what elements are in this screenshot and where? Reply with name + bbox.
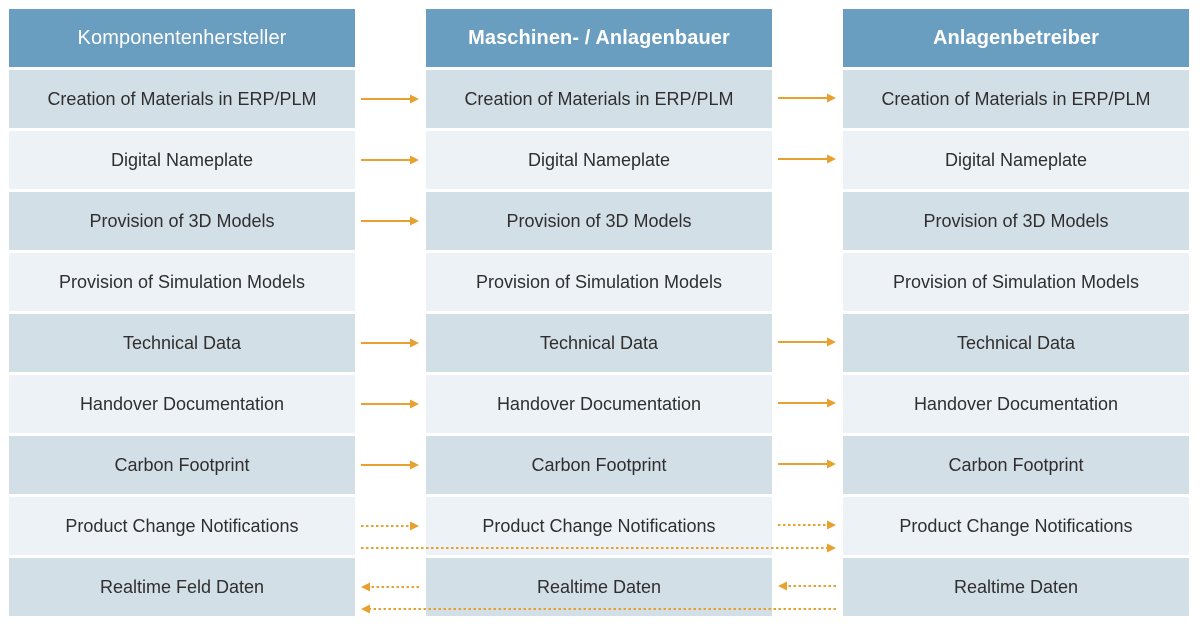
row-digital-nameplate: Digital Nameplate [426, 131, 772, 189]
row-digital-nameplate: Digital Nameplate [843, 131, 1189, 189]
column-maschinen-anlagenbauer: Maschinen- / Anlagenbauer Creation of Ma… [426, 9, 772, 616]
flow-arrow-right [361, 155, 419, 165]
row-realtime-data: Realtime Daten [426, 558, 772, 616]
flow-arrow-right [361, 460, 419, 470]
dotted-flow-arrow-left [361, 604, 836, 614]
dotted-flow-arrow-left [778, 581, 836, 591]
row-3d-models: Provision of 3D Models [843, 192, 1189, 250]
column-header: Komponentenhersteller [9, 9, 355, 67]
row-creation-of-materials: Creation of Materials in ERP/PLM [9, 70, 355, 128]
row-technical-data: Technical Data [9, 314, 355, 372]
row-handover-documentation: Handover Documentation [843, 375, 1189, 433]
row-carbon-footprint: Carbon Footprint [9, 436, 355, 494]
dotted-flow-arrow-right [778, 520, 836, 530]
flow-arrow-right [778, 459, 836, 469]
row-realtime-data: Realtime Daten [843, 558, 1189, 616]
row-creation-of-materials: Creation of Materials in ERP/PLM [843, 70, 1189, 128]
row-product-change-notifications: Product Change Notifications [426, 497, 772, 555]
flow-arrow-right [778, 93, 836, 103]
dotted-flow-arrow-left [361, 582, 419, 592]
row-realtime-data: Realtime Feld Daten [9, 558, 355, 616]
row-technical-data: Technical Data [843, 314, 1189, 372]
flow-arrow-right [361, 94, 419, 104]
flow-arrow-right [778, 398, 836, 408]
row-simulation-models: Provision of Simulation Models [426, 253, 772, 311]
row-simulation-models: Provision of Simulation Models [9, 253, 355, 311]
row-product-change-notifications: Product Change Notifications [9, 497, 355, 555]
flow-arrow-right [778, 154, 836, 164]
row-simulation-models: Provision of Simulation Models [843, 253, 1189, 311]
row-carbon-footprint: Carbon Footprint [426, 436, 772, 494]
column-anlagenbetreiber: Anlagenbetreiber Creation of Materials i… [843, 9, 1189, 616]
flow-arrow-right [778, 337, 836, 347]
flow-arrow-right [361, 399, 419, 409]
row-creation-of-materials: Creation of Materials in ERP/PLM [426, 70, 772, 128]
column-komponentenhersteller: Komponentenhersteller Creation of Materi… [9, 9, 355, 616]
flow-arrow-right [361, 216, 419, 226]
row-handover-documentation: Handover Documentation [9, 375, 355, 433]
row-product-change-notifications: Product Change Notifications [843, 497, 1189, 555]
flow-arrow-right [361, 338, 419, 348]
row-3d-models: Provision of 3D Models [426, 192, 772, 250]
column-header: Anlagenbetreiber [843, 9, 1189, 67]
row-technical-data: Technical Data [426, 314, 772, 372]
row-carbon-footprint: Carbon Footprint [843, 436, 1189, 494]
dotted-flow-arrow-right [361, 521, 419, 531]
row-digital-nameplate: Digital Nameplate [9, 131, 355, 189]
row-3d-models: Provision of 3D Models [9, 192, 355, 250]
column-header: Maschinen- / Anlagenbauer [426, 9, 772, 67]
row-handover-documentation: Handover Documentation [426, 375, 772, 433]
dotted-flow-arrow-right [361, 543, 836, 553]
